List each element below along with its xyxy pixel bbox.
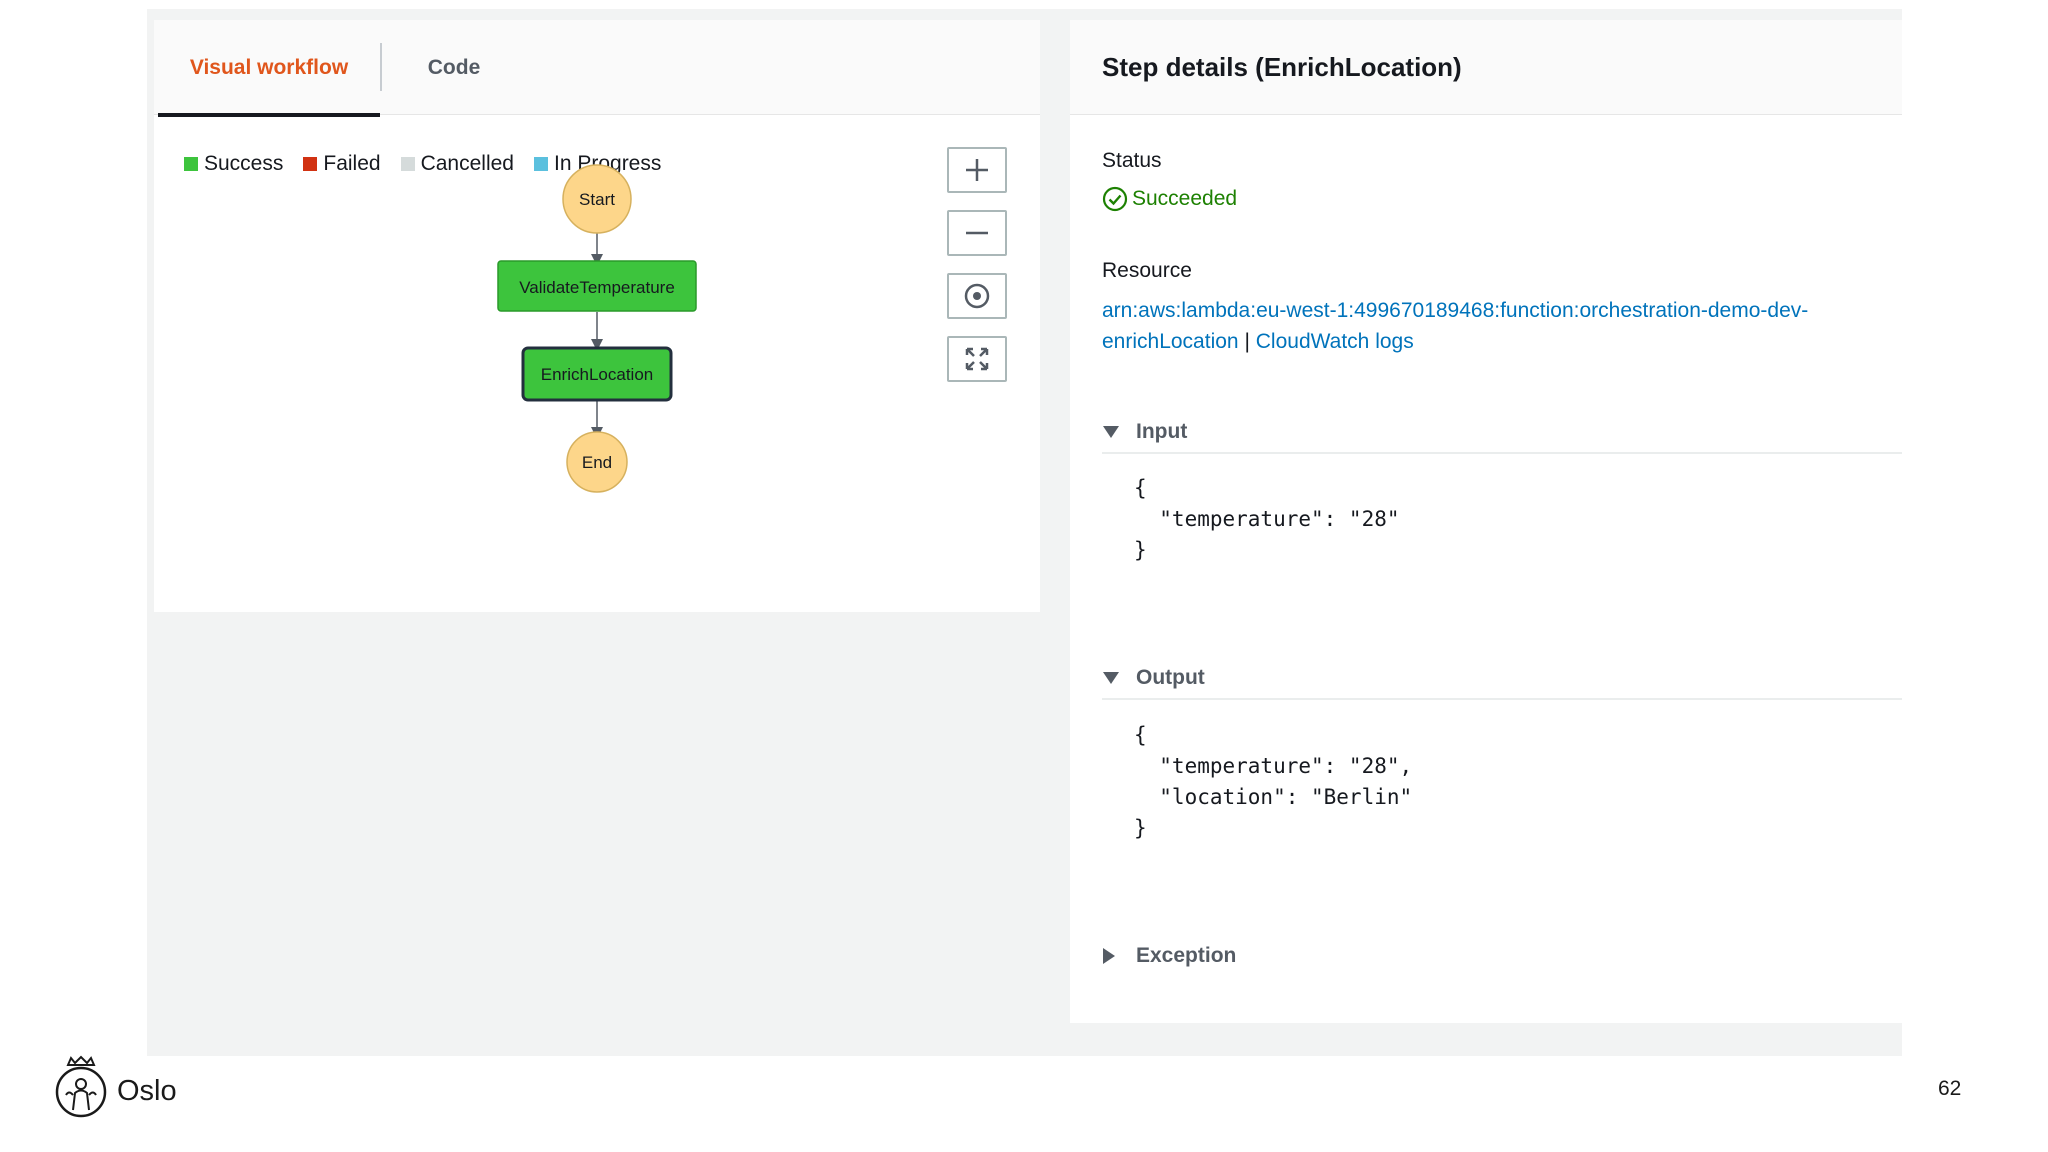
status-text: Succeeded [1132,187,1238,210]
node-enrich-location-label: EnrichLocation [541,365,653,384]
node-end[interactable]: End [566,431,628,493]
output-section-label: Output [1136,666,1205,689]
step-details-panel: Step details (EnrichLocation) Status Suc… [1070,20,1902,1023]
node-start[interactable]: Start [562,164,632,234]
center-icon [964,283,990,309]
exception-section-label: Exception [1136,944,1237,967]
zoom-in-button[interactable] [947,147,1007,193]
oslo-logo [55,1055,107,1118]
legend-swatch-cancelled [400,157,415,171]
legend-label: Success [204,152,284,175]
workflow-panel: Visual workflow Code Success Failed Canc… [154,20,1040,612]
zoom-out-icon [966,231,988,235]
step-details-title: Step details (EnrichLocation) [1102,52,1462,82]
status-label: Status [1102,149,1162,172]
legend-label: Cancelled [420,152,514,175]
tab-divider [380,43,382,91]
exception-section-toggle[interactable]: Exception [1102,935,1902,977]
node-end-label: End [582,453,612,472]
workflow-graph: Start ValidateTemperature EnrichLocation… [497,164,697,493]
page-number: 62 [1938,1077,1962,1100]
node-start-label: Start [579,190,615,209]
zoom-out-button[interactable] [947,210,1007,256]
fit-to-screen-button[interactable] [947,336,1007,382]
node-validate-temperature-label: ValidateTemperature [519,278,675,297]
zoom-in-icon [966,159,988,181]
resource-label: Resource [1102,259,1192,282]
tab-code[interactable]: Code [427,55,481,79]
status-value: Succeeded [1102,186,1237,212]
caret-down-icon [1102,425,1136,439]
workflow-tabs: Visual workflow Code [154,20,1040,117]
legend-item-cancelled: Cancelled [400,152,514,176]
node-validate-temperature[interactable]: ValidateTemperature [497,260,697,312]
legend-item-success: Success [184,152,283,176]
check-circle-icon [1102,186,1128,212]
output-section-toggle[interactable]: Output [1102,658,1902,700]
footer-brand: Oslo [117,1075,177,1107]
output-code: { "temperature": "28", "location": "Berl… [1134,723,1413,840]
input-section-toggle[interactable]: Input [1102,412,1902,454]
fit-to-screen-icon [965,347,989,371]
tab-visual-workflow[interactable]: Visual workflow [158,20,380,117]
input-section-label: Input [1136,420,1188,443]
center-button[interactable] [947,273,1007,319]
caret-down-icon [1102,671,1136,685]
resource-value: arn:aws:lambda:eu-west-1:499670189468:fu… [1102,295,1882,357]
resource-separator: | [1244,330,1250,353]
caret-right-icon [1102,947,1136,965]
legend-swatch-in-progress [533,157,548,171]
node-enrich-location[interactable]: EnrichLocation [521,346,673,402]
input-code: { "temperature": "28" } [1134,476,1400,562]
resource-arn-link[interactable]: arn:aws:lambda:eu-west-1:499670189468:fu… [1102,299,1809,353]
legend-label: Failed [323,152,381,175]
legend-item-failed: Failed [303,152,381,176]
step-details-header: Step details (EnrichLocation) [1070,20,1902,115]
cloudwatch-logs-link[interactable]: CloudWatch logs [1255,330,1414,353]
legend-swatch-failed [303,157,318,171]
legend-swatch-success [184,157,198,171]
